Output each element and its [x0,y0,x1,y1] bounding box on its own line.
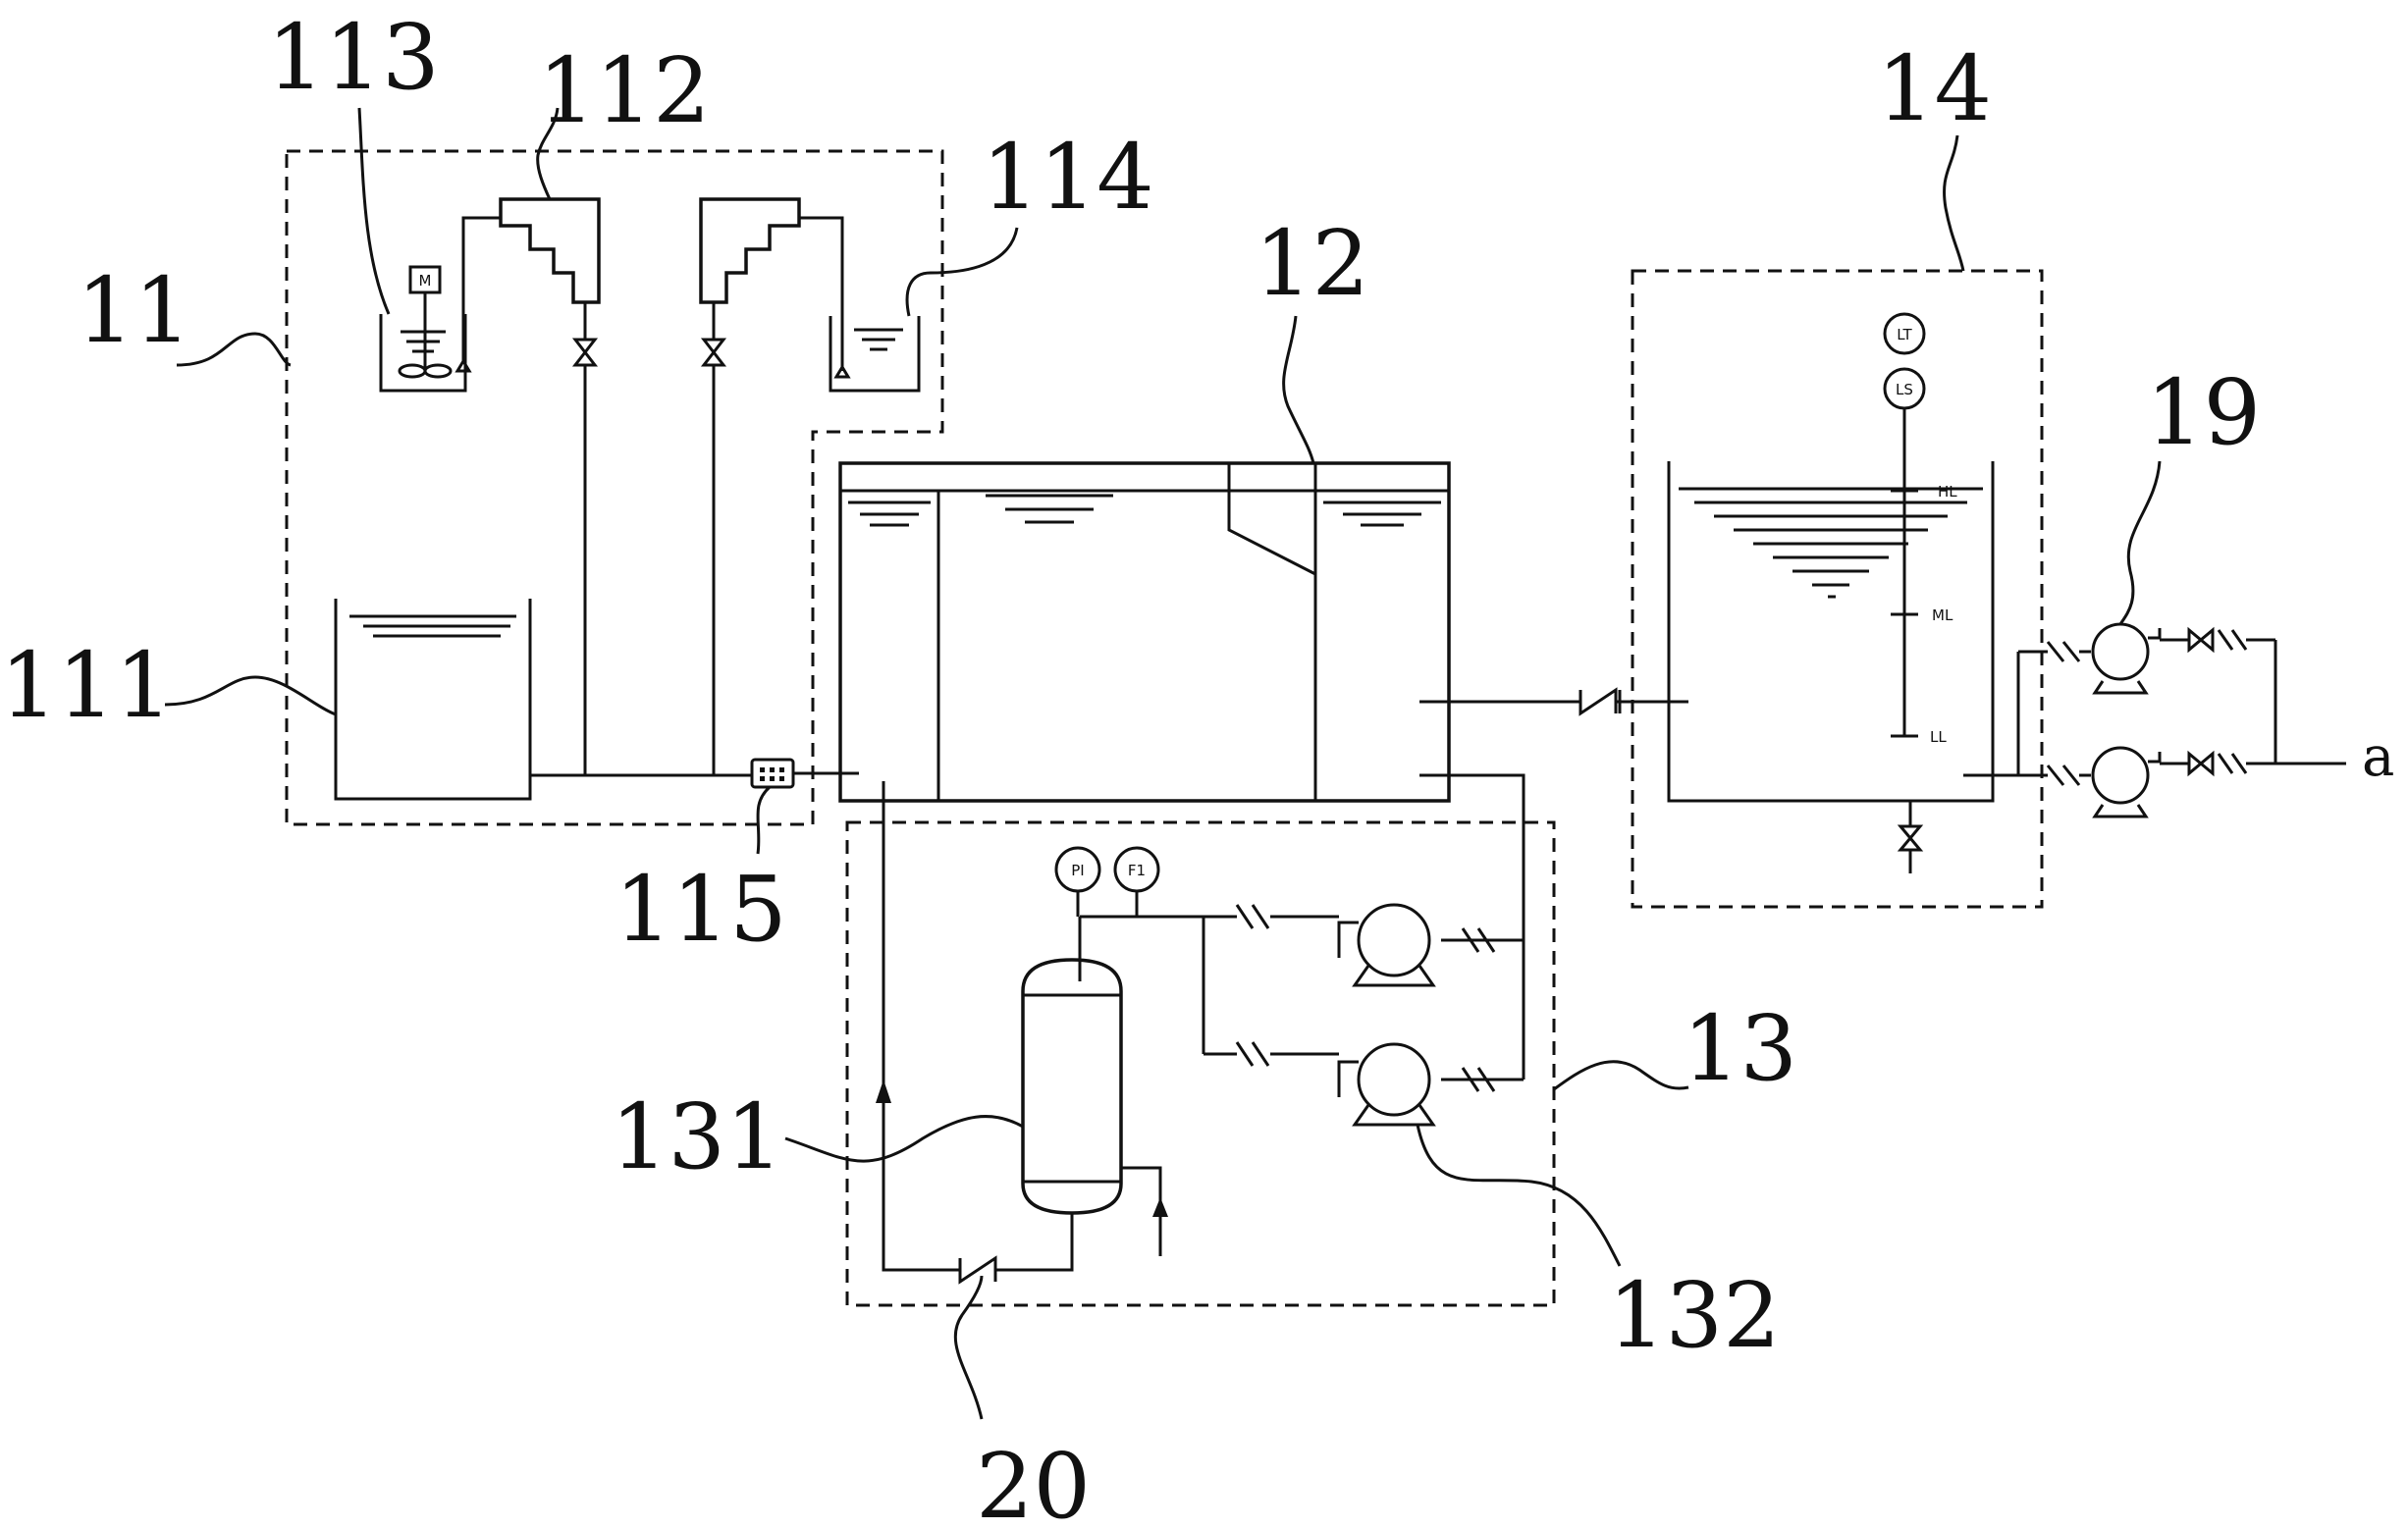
check-valve-icon [2046,764,2081,786]
check-valve-icon [1235,1041,1270,1067]
valve-icon [2187,626,2215,654]
leader-131 [784,1115,1024,1163]
dosing-tank-114 [829,316,921,393]
ref-14: 14 [1877,36,1992,141]
arrow-up-icon [1152,1197,1168,1217]
pump-icon [1357,1042,1431,1117]
ref-19: 19 [2146,360,2261,465]
check-valve-icon [1235,904,1270,929]
lt-tag: LT [1897,326,1912,343]
valve-icon [571,338,599,367]
ref-113: 113 [267,5,440,110]
ref-20: 20 [976,1434,1091,1529]
check-valve-icon [1461,927,1496,953]
boundary-11 [285,149,944,826]
check-valve-icon [1579,687,1622,716]
ll-tag: LL [1930,728,1947,746]
ref-132: 132 [1608,1263,1781,1368]
check-valve-icon [2217,629,2248,651]
pressure-indicator-icon [1054,846,1101,893]
ref-13: 13 [1683,996,1797,1101]
arrow-up-icon [876,1080,891,1103]
pump-icon [2091,622,2150,681]
leader-114 [905,227,1019,317]
leader-112 [536,107,560,200]
ref-114: 114 [982,125,1154,230]
fi-tag: F1 [1128,862,1146,879]
ref-outlet: a [2362,725,2394,789]
ref-11: 11 [77,258,191,363]
ref-112: 112 [538,38,711,143]
leader-115 [756,785,772,855]
leader-20 [953,1275,984,1420]
drain-valve-icon [1897,824,1924,852]
pipe-mixer-115 [750,758,795,789]
product-tank-14: LT LS HL ML LL [1667,312,1995,873]
main-tank-12 [838,461,1451,803]
leader-132 [1416,1124,1622,1267]
level-transmitter-icon [1883,312,1926,355]
pump-icon [2091,746,2150,805]
ls-tag: LS [1896,381,1913,398]
raw-tank-111 [334,599,532,801]
pi-tag: PI [1071,862,1084,879]
ref-111: 111 [0,633,173,738]
leader-13 [1553,1060,1689,1091]
check-valve-icon [2046,641,2081,662]
leader-111 [164,675,337,716]
leader-12 [1282,315,1315,464]
ref-12: 12 [1255,211,1369,316]
leader-19 [2118,460,2162,625]
valve-icon [2187,750,2215,777]
metering-pump-112 [461,197,601,775]
check-valve-icon [1461,1067,1496,1092]
recirculation-13: PI F1 [876,773,1525,1285]
leader-14 [1943,134,1965,272]
boundary-14 [1631,269,2044,909]
ml-tag: ML [1932,606,1953,624]
motor-tag: M [419,272,432,290]
ref-115: 115 [615,857,787,962]
boundary-13 [845,820,1556,1307]
hl-tag: HL [1938,483,1957,501]
pump-icon [1357,903,1431,977]
check-valve-icon [2217,753,2248,774]
flow-indicator-icon [1113,846,1160,893]
valve-icon [700,338,727,367]
delivery-pumps-19 [1963,622,2346,818]
valve-20-icon [958,1255,999,1285]
metering-pump-114 [699,197,844,775]
ref-131: 131 [611,1084,783,1189]
leader-11 [176,332,292,367]
dosing-tank-113: M [379,265,472,393]
leader-113 [357,107,391,315]
vessel-131 [1021,958,1123,1215]
